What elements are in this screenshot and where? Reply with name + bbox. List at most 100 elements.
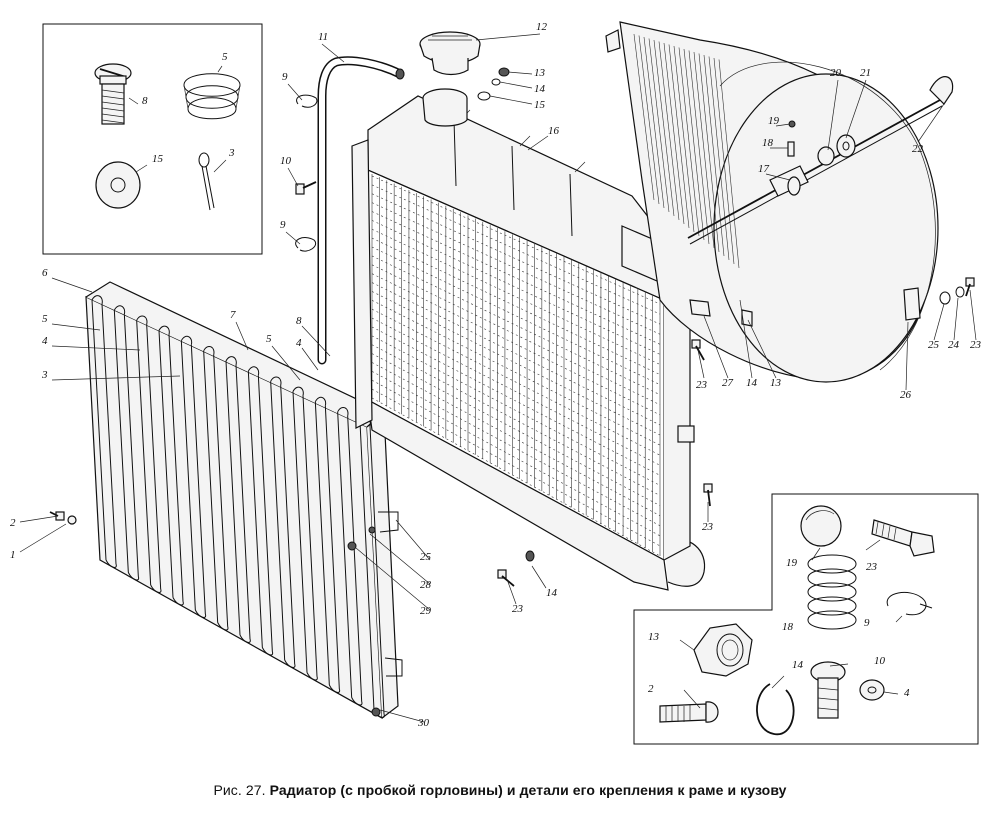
- grille-louvre: [180, 340, 206, 615]
- radiator-tube: [371, 344, 661, 496]
- callout-23: 23: [696, 379, 708, 391]
- inset-frame-top-left: [42, 23, 263, 255]
- grille-louvre: [247, 371, 273, 652]
- callout-25: 25: [420, 551, 432, 563]
- callout-18: 18: [782, 621, 794, 633]
- radiator-tube: [371, 246, 661, 385]
- split-ring-part-14-inset: [756, 683, 795, 735]
- ball-part-19: [800, 505, 842, 547]
- callout-19: 19: [786, 557, 798, 569]
- grille-louvre-end: [91, 295, 117, 568]
- callout-23: 23: [512, 603, 524, 615]
- radiator-tube: [371, 317, 661, 466]
- callout-24: 24: [948, 339, 960, 351]
- nut-part-13-top: [498, 67, 510, 77]
- shroud-rib: [638, 35, 660, 205]
- grille-louvre-end: [270, 376, 296, 668]
- radiator-tube: [371, 397, 661, 557]
- caption-title: Радиатор (с пробкой горловины) и детали …: [269, 782, 787, 798]
- callout-19: 19: [768, 115, 780, 127]
- clip-part-9-upper: [296, 94, 318, 108]
- callout-13: 13: [534, 67, 546, 79]
- grille-louvre-end: [337, 406, 363, 706]
- filler-cap-part-12: [419, 31, 481, 76]
- bolt-part-23-lower: [703, 483, 713, 507]
- grille-louvre-end: [113, 305, 140, 581]
- callout-14: 14: [792, 659, 804, 671]
- clip-part-9-lower: [295, 237, 316, 252]
- shroud-rib: [703, 54, 725, 257]
- callout-14: 14: [546, 587, 558, 599]
- spring-part-18: [807, 554, 857, 630]
- callout-9: 9: [282, 71, 288, 83]
- grille-louvre-end: [203, 345, 229, 631]
- callout-18: 18: [762, 137, 774, 149]
- callout-28: 28: [420, 579, 432, 591]
- callout-4: 4: [42, 335, 48, 347]
- radiator-core-part-16: [351, 88, 706, 591]
- callout-7: 7: [230, 309, 236, 321]
- callout-labels: 8 5 15 3 11 9 10 9 12 13 14 15 16 19 20 …: [10, 21, 982, 729]
- radiator-tube: [371, 282, 661, 426]
- grille-louvre: [91, 299, 117, 565]
- washer-part-15-top: [477, 91, 491, 101]
- shroud-rib: [688, 50, 710, 245]
- bolt-part-10-inset: [810, 661, 846, 719]
- callout-10: 10: [874, 655, 886, 667]
- radiator-tube: [371, 291, 661, 436]
- callout-29: 29: [420, 605, 432, 617]
- radiator-tube: [371, 362, 661, 516]
- radiator-tube: [371, 353, 661, 506]
- callout-5: 5: [266, 333, 272, 345]
- callout-12: 12: [536, 21, 548, 33]
- callout-8: 8: [296, 315, 302, 327]
- radiator-tube: [371, 335, 661, 486]
- callout-4: 4: [904, 687, 910, 699]
- bolt-part-10-left: [295, 181, 317, 195]
- washer-part-24-right: [955, 286, 965, 298]
- callout-10: 10: [280, 155, 292, 167]
- grille-louvre: [292, 391, 318, 677]
- bolt-part-23-bottom: [497, 569, 515, 587]
- grille-louvre-end: [180, 335, 207, 618]
- callout-6: 6: [42, 267, 48, 279]
- shroud-rib: [683, 48, 705, 241]
- bracket-part-27: [689, 299, 711, 317]
- overflow-tube-part-11: [317, 56, 405, 365]
- crank-rod-assembly: [687, 76, 954, 245]
- grille-louvre-end: [225, 356, 251, 643]
- grille-louvre: [113, 310, 139, 577]
- grille-louvre-end: [247, 366, 274, 656]
- callout-9: 9: [864, 617, 870, 629]
- callout-4: 4: [296, 337, 302, 349]
- callout-16: 16: [548, 125, 560, 137]
- inset-bottom-right: [633, 493, 979, 745]
- radiator-tube: [371, 255, 661, 395]
- callout-13: 13: [770, 377, 782, 389]
- shroud-rib: [693, 51, 715, 249]
- shroud-rib: [708, 56, 730, 261]
- lockwasher-part-14-top: [491, 78, 501, 86]
- shroud-rib: [713, 57, 735, 265]
- callout-3: 3: [228, 147, 235, 159]
- figure-caption: Рис. 27. Радиатор (с пробкой горловины) …: [0, 782, 1000, 798]
- callout-15: 15: [534, 99, 546, 111]
- radiator-tube: [371, 229, 661, 365]
- grille-louvre: [158, 330, 184, 602]
- callout-13: 13: [648, 631, 660, 643]
- shroud-rib: [698, 53, 720, 253]
- bolt-part-23-right: [965, 277, 975, 297]
- radiator-tube: [371, 308, 661, 456]
- shroud-rib: [648, 38, 670, 213]
- washer-part-15: [95, 161, 141, 209]
- callout-25: 25: [928, 339, 940, 351]
- caption-figure-number: Рис. 27.: [213, 782, 266, 798]
- screw-part-2-inset: [659, 701, 719, 723]
- shroud-rib: [658, 41, 680, 221]
- radiator-tube: [371, 300, 661, 446]
- shroud-rib: [668, 44, 690, 229]
- grille-louvre: [203, 350, 229, 627]
- callout-3: 3: [41, 369, 48, 381]
- callout-21: 21: [860, 67, 871, 79]
